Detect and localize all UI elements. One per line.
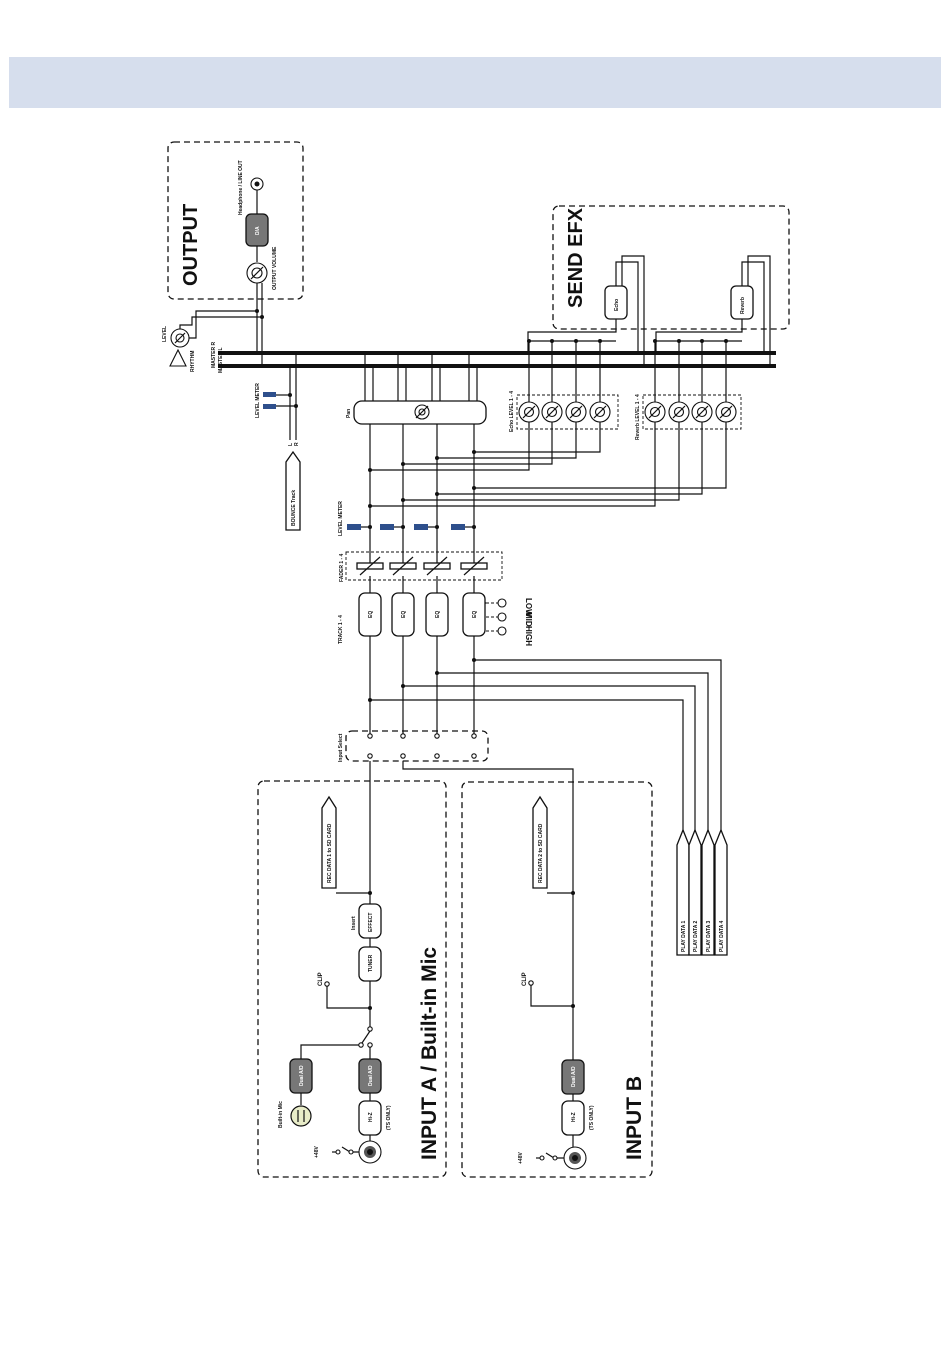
input-b-dual-ad-label: Dual A/D — [571, 1066, 577, 1087]
eq-label-3: EQ — [435, 611, 441, 618]
bounce-l-label: L — [288, 443, 294, 446]
reverb-level-group — [642, 394, 742, 430]
input-a-title: INPUT A / Built-in Mic — [418, 947, 441, 1160]
play-data-arrow-2 — [688, 828, 702, 956]
reverb-label: Reverb — [740, 297, 746, 314]
input-select-terminal-3 — [434, 753, 440, 759]
track-level-meter-1 — [347, 524, 361, 530]
bounce-meter-l — [263, 392, 276, 397]
rhythm-label: RHYTHM — [190, 351, 196, 372]
rhythm-level-label: LEVEL — [162, 326, 168, 342]
eq-label-1: EQ — [368, 611, 374, 618]
header-band — [9, 57, 941, 108]
master-l-label: MASTER L — [218, 347, 224, 373]
track-level-meter-3 — [414, 524, 428, 530]
bounce-meter-label: LEVEL METER — [255, 383, 261, 418]
input-a-dual-ad-label: Dual A/D — [368, 1065, 374, 1086]
eq-mid-knob-icon — [497, 612, 507, 622]
input-b-title: INPUT B — [623, 1076, 646, 1160]
output-da-label: D/A — [255, 226, 261, 235]
input-select-group — [345, 730, 489, 762]
input-b-hiz-label: Hi-Z — [571, 1112, 577, 1122]
rec-data-1-label: REC DATA 1 to SD CARD — [327, 823, 333, 883]
play-data-label-3: PLAY DATA 3 — [706, 920, 712, 952]
play-data-arrow-3 — [701, 828, 715, 956]
input-a-ts-label: (TS ONLY) — [386, 1105, 392, 1130]
output-volume-label: OUTPUT VOLUME — [272, 246, 278, 290]
bounce-meter-r — [263, 404, 276, 409]
input-b-ts-label: (TS ONLY) — [589, 1105, 595, 1130]
reverb-level-label: Reverb LEVEL 1 - 4 — [635, 394, 641, 440]
master-r-label: MASTER R — [211, 342, 217, 369]
send-efx-title: SEND EFX — [565, 207, 587, 308]
eq-mid-label: MID — [524, 612, 533, 627]
input-b-phantom-label: +48V — [518, 1152, 524, 1164]
eq-low-knob-icon — [497, 598, 507, 608]
effect-label: EFFECT — [368, 913, 374, 932]
input-a-phantom-label: +48V — [314, 1146, 320, 1158]
play-data-label-1: PLAY DATA 1 — [681, 920, 687, 952]
play-data-label-2: PLAY DATA 2 — [693, 920, 699, 952]
input-select-terminal-2 — [400, 753, 406, 759]
eq-high-label: HIGH — [524, 626, 533, 646]
play-data-label-4: PLAY DATA 4 — [719, 920, 725, 952]
built-in-mic-icon — [290, 1105, 312, 1127]
rhythm-icon — [169, 348, 187, 367]
eq-label-4: EQ — [472, 611, 478, 618]
input-select-terminal-1 — [367, 753, 373, 759]
bounce-track-arrow — [285, 450, 301, 531]
play-data-arrow-1 — [676, 828, 690, 956]
rec-data-2-label: REC DATA 2 to SD CARD — [538, 823, 544, 883]
input-a-hiz-label: Hi-Z — [368, 1112, 374, 1122]
input-a-clip-label: CLIP — [318, 972, 324, 986]
track-level-meter-label: LEVEL METER — [338, 501, 344, 536]
play-data-arrow-4 — [714, 828, 728, 956]
echo-level-group — [516, 394, 619, 430]
built-in-mic-label: Built-in Mic — [278, 1101, 284, 1128]
fader-group — [345, 551, 503, 581]
echo-label: Echo — [614, 299, 620, 311]
bounce-track-label: BOUNCE Track — [291, 490, 297, 526]
track-label: TRACK 1 - 4 — [338, 615, 344, 644]
mic-dual-ad-label: Dual A/D — [299, 1065, 305, 1086]
track-level-meter-2 — [380, 524, 394, 530]
track-level-meter-4 — [451, 524, 465, 530]
fader-label: FADER 1 - 4 — [339, 553, 345, 582]
pan-label: Pan — [346, 409, 352, 418]
input-b-clip-label: CLIP — [522, 972, 528, 986]
output-section-frame — [167, 141, 304, 300]
input-a-frame — [257, 780, 447, 1178]
input-select-terminal-4 — [471, 753, 477, 759]
insert-label: Insert — [351, 916, 357, 930]
output-section-title: OUTPUT — [180, 204, 202, 286]
eq-label-2: EQ — [401, 611, 407, 618]
rec-data-1-arrow — [321, 795, 337, 889]
echo-level-label: Echo LEVEL 1 - 4 — [509, 391, 515, 432]
bounce-r-label: R — [294, 442, 300, 446]
headphone-label: Headphone / LINE OUT — [238, 160, 244, 215]
input-select-label: Input Select — [338, 733, 344, 762]
mic-switch — [361, 1030, 371, 1044]
send-efx-frame — [552, 205, 790, 330]
tuner-label: TUNER — [368, 954, 374, 972]
eq-high-knob-icon — [497, 626, 507, 636]
eq-low-label: LOW — [524, 598, 533, 617]
rec-data-2-arrow — [532, 795, 548, 889]
